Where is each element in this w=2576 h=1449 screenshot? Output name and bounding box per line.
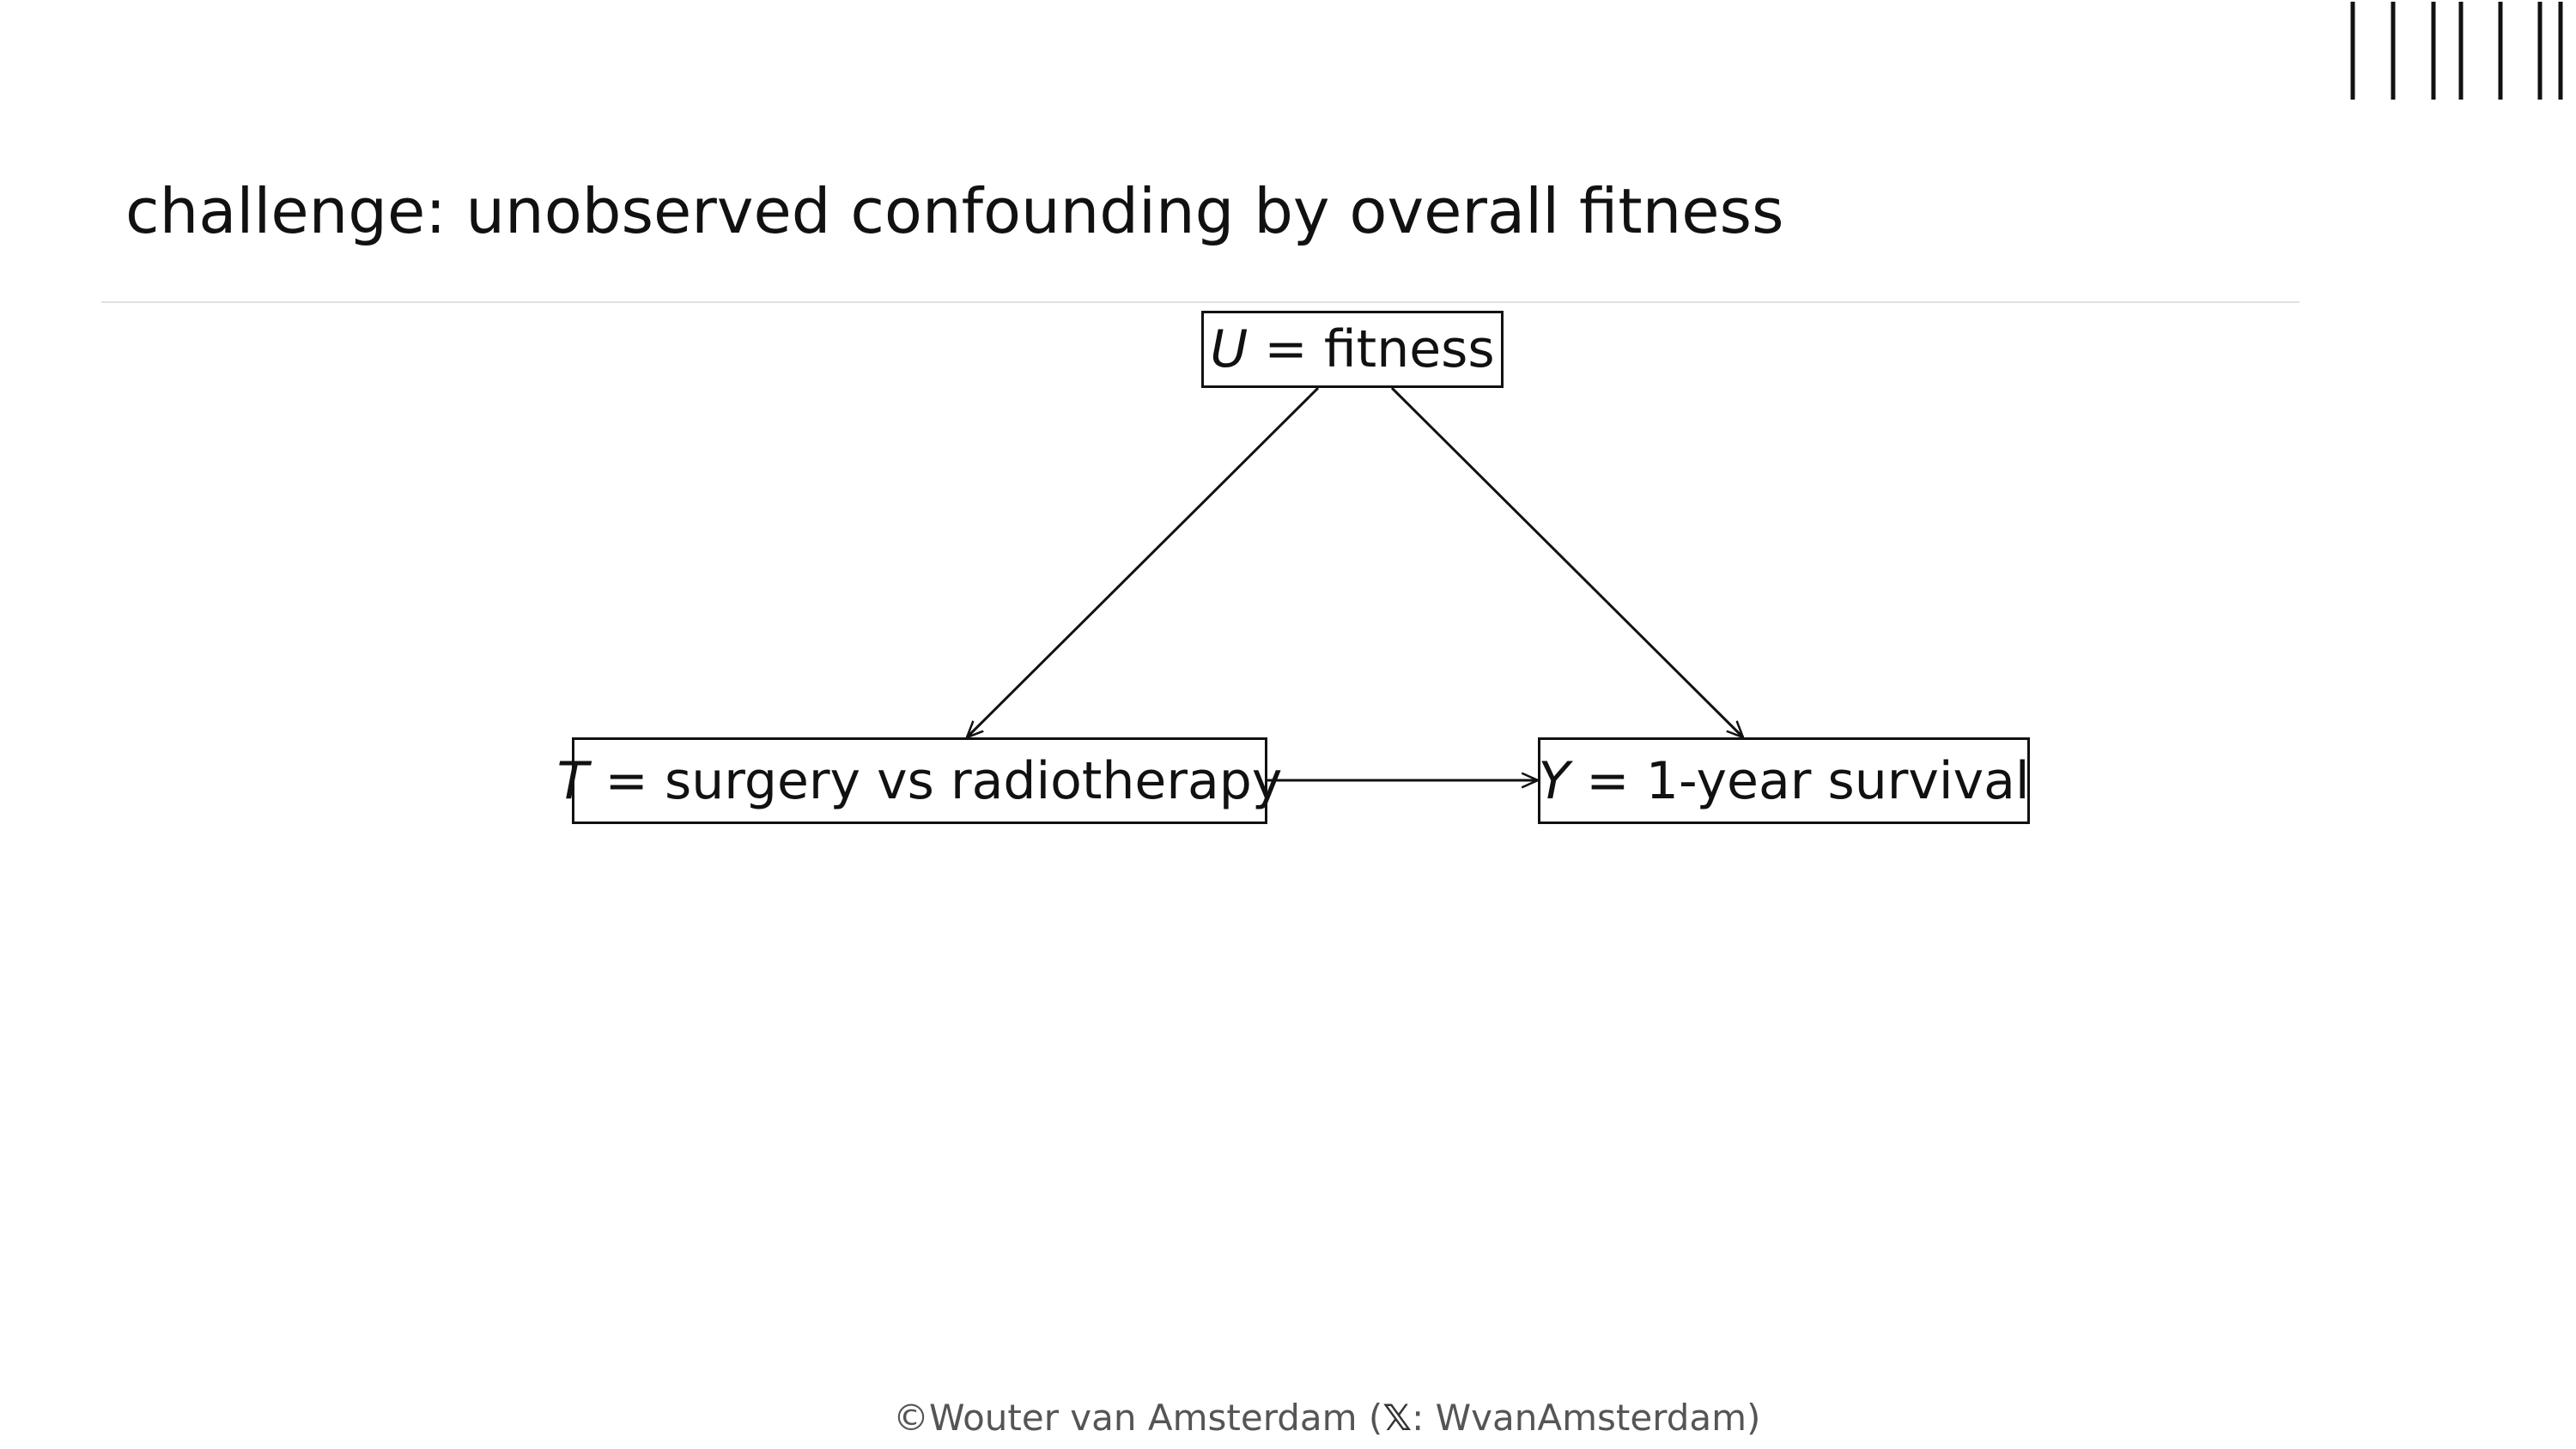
slide-title: challenge: unobserved confounding by ove… [125, 175, 1784, 247]
node-outcome: Y = 1-year survival [1538, 737, 2030, 824]
footer-suffix: : WvanAmsterdam) [1412, 1397, 1761, 1439]
node-variable: T [556, 750, 589, 811]
node-treatment: T = surgery vs radiotherapy [557, 737, 1282, 824]
node-equals: = [1264, 319, 1308, 379]
node-equals: = [1586, 750, 1630, 811]
node-label: surgery vs radiotherapy [664, 750, 1283, 811]
node-variable: Y [1538, 750, 1571, 811]
footer-credit: ©Wouter van Amsterdam (𝕏: WvanAmsterdam) [893, 1387, 1760, 1449]
edge-u-to-t [967, 386, 1320, 737]
title-divider [101, 301, 2300, 303]
footer-prefix: ©Wouter van Amsterdam ( [893, 1397, 1383, 1439]
node-equals: = [605, 750, 648, 811]
node-label: 1-year survival [1645, 750, 2030, 811]
vertical-bars-decoration [2458, 2, 2563, 100]
node-label: fitness [1323, 319, 1495, 379]
node-variable: U [1210, 319, 1249, 379]
edge-u-to-y [1390, 386, 1743, 737]
vertical-bars-decoration-left [2350, 2, 2436, 100]
x-logo-icon: 𝕏 [1382, 1397, 1413, 1439]
node-fitness: U = fitness [1201, 311, 1504, 388]
